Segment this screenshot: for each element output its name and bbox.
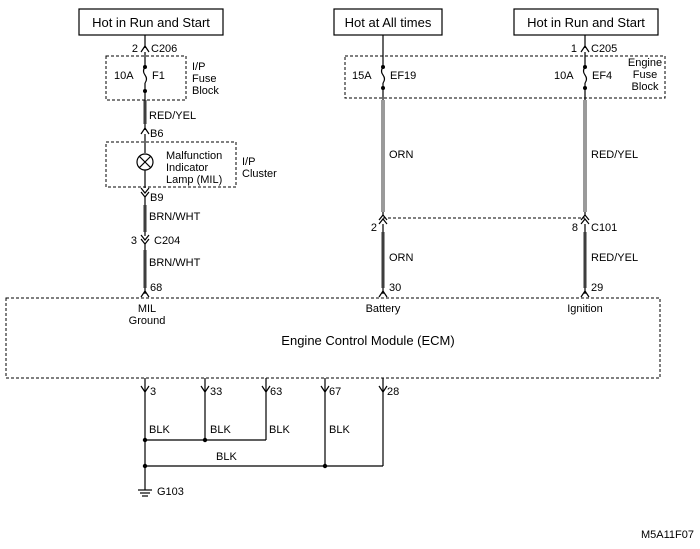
engine-fuse-block-outline bbox=[344, 55, 666, 99]
ip-cluster-outline bbox=[105, 141, 237, 188]
ecm-pin-30: 30 bbox=[389, 282, 401, 294]
wire-label-blk-3: BLK bbox=[269, 424, 290, 436]
c101-right-connector-icon bbox=[580, 214, 590, 221]
pin-28-connector-icon bbox=[378, 385, 388, 394]
wire-label-brn-wht-1: BRN/WHT bbox=[149, 211, 201, 223]
fuse-f1-name: F1 bbox=[152, 70, 165, 82]
fuse-f1-rating: 10A bbox=[114, 70, 134, 82]
wire-label-red-yel-2: RED/YEL bbox=[591, 149, 638, 161]
b6-label: B6 bbox=[150, 128, 163, 140]
c206-label: C206 bbox=[151, 43, 177, 55]
engine-fuse-block-label-3: Block bbox=[632, 81, 659, 93]
ecm-outline bbox=[5, 297, 661, 379]
source-box-right: Hot in Run and Start bbox=[513, 8, 659, 36]
wire-label-brn-wht-2: BRN/WHT bbox=[149, 257, 201, 269]
fuse-ef4-icon bbox=[582, 66, 588, 84]
c206-connector-icon bbox=[140, 44, 150, 53]
ecm-pin-28: 28 bbox=[387, 386, 399, 398]
ip-fuse-block-label-1: I/P bbox=[192, 61, 205, 73]
wire-label-orn-2: ORN bbox=[389, 252, 414, 264]
c101-left-pin-label: 2 bbox=[371, 222, 377, 234]
ip-fuse-block-label-3: Block bbox=[192, 85, 219, 97]
b6-connector-icon bbox=[140, 126, 150, 135]
fuse-f1-icon bbox=[142, 66, 148, 84]
wire-label-blk-2: BLK bbox=[210, 424, 231, 436]
b9-connector-icon bbox=[140, 187, 150, 194]
wire-label-red-yel-1: RED/YEL bbox=[149, 110, 196, 122]
ground-label: G103 bbox=[157, 486, 184, 498]
c204-connector-icon bbox=[140, 234, 150, 241]
c205-label: C205 bbox=[591, 43, 617, 55]
wire-label-blk-4: BLK bbox=[329, 424, 350, 436]
ecm-pin-68: 68 bbox=[150, 282, 162, 294]
source-box-left: Hot in Run and Start bbox=[78, 8, 224, 36]
figure-id: M5A11F07 bbox=[641, 529, 694, 541]
ecm-label-battery: Battery bbox=[366, 303, 401, 315]
ground-circuit bbox=[138, 378, 388, 497]
source-left-label: Hot in Run and Start bbox=[92, 15, 210, 30]
battery-circuit bbox=[378, 35, 388, 298]
ecm-pin-67: 67 bbox=[329, 386, 341, 398]
ip-fuse-block-label-2: Fuse bbox=[192, 73, 216, 85]
mil-label-1: Malfunction bbox=[166, 150, 222, 162]
fuse-ef4-rating: 10A bbox=[554, 70, 574, 82]
c101-label: C101 bbox=[591, 222, 617, 234]
pin-67-connector-icon bbox=[320, 385, 330, 394]
c204-label: C204 bbox=[154, 235, 180, 247]
ip-fuse-block-outline bbox=[105, 55, 187, 101]
ip-cluster-label-1: I/P bbox=[242, 156, 255, 168]
ecm-pin-63: 63 bbox=[270, 386, 282, 398]
ecm-pin-29: 29 bbox=[591, 282, 603, 294]
pin-3-connector-icon bbox=[140, 385, 150, 394]
ip-cluster-label-2: Cluster bbox=[242, 168, 277, 180]
fuse-ef4-name: EF4 bbox=[592, 70, 612, 82]
pin-63-connector-icon bbox=[261, 385, 271, 394]
ignition-circuit bbox=[580, 35, 590, 298]
c204-pin-label: 3 bbox=[131, 235, 137, 247]
fuse-ef19-name: EF19 bbox=[390, 70, 416, 82]
c101-left-connector-icon bbox=[378, 214, 388, 221]
ground-icon bbox=[138, 489, 152, 497]
ecm-label-mil-2: Ground bbox=[129, 315, 166, 327]
wire-label-red-yel-3: RED/YEL bbox=[591, 252, 638, 264]
b9-label: B9 bbox=[150, 192, 163, 204]
source-box-middle: Hot at All times bbox=[333, 8, 443, 36]
engine-fuse-block-label-2: Fuse bbox=[633, 69, 657, 81]
c205-pin-label: 1 bbox=[571, 43, 577, 55]
c101-right-pin-label: 8 bbox=[572, 222, 578, 234]
wire-label-orn-1: ORN bbox=[389, 149, 414, 161]
source-right-label: Hot in Run and Start bbox=[527, 15, 645, 30]
c206-pin-label: 2 bbox=[132, 43, 138, 55]
engine-fuse-block-label-1: Engine bbox=[628, 57, 662, 69]
ecm-label-mil-1: MIL bbox=[138, 303, 156, 315]
pin-33-connector-icon bbox=[200, 385, 210, 394]
mil-label-2: Indicator bbox=[166, 162, 209, 174]
mil-label-3: Lamp (MIL) bbox=[166, 174, 222, 186]
ecm-label-ignition: Ignition bbox=[567, 303, 602, 315]
ecm-pin-3: 3 bbox=[150, 386, 156, 398]
fuse-ef19-icon bbox=[380, 66, 386, 84]
left-circuit bbox=[136, 35, 154, 298]
c205-connector-icon bbox=[580, 44, 590, 53]
ecm-title: Engine Control Module (ECM) bbox=[281, 333, 454, 348]
ecm-pin-33: 33 bbox=[210, 386, 222, 398]
wire-label-blk-5: BLK bbox=[216, 451, 237, 463]
fuse-ef19-rating: 15A bbox=[352, 70, 372, 82]
source-middle-label: Hot at All times bbox=[345, 15, 432, 30]
wire-label-blk-1: BLK bbox=[149, 424, 170, 436]
